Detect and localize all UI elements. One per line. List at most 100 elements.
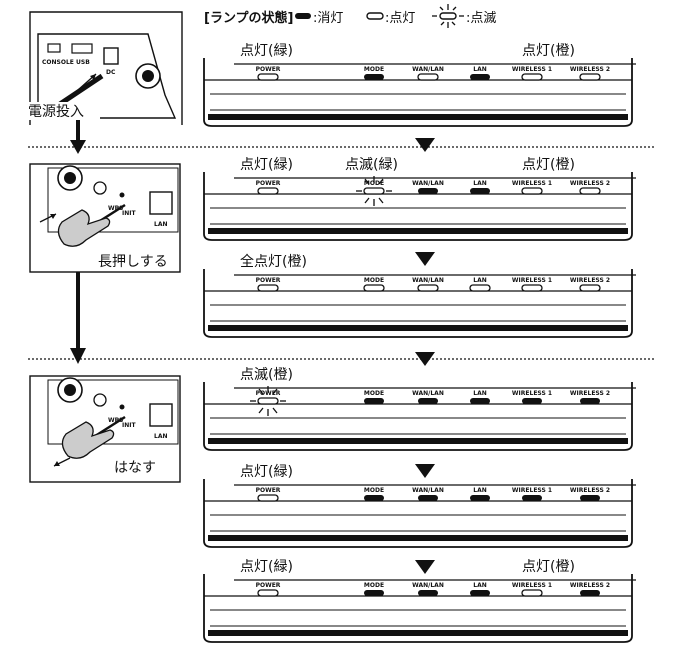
port-label: WIRELESS 1 [512, 390, 552, 397]
led-off [522, 495, 542, 501]
state-label-right: 点灯(橙) [522, 43, 575, 59]
led-off [580, 495, 600, 501]
step2-illustration: WPS INIT LAN 長押しする [29, 163, 181, 273]
port-label: LAN [473, 390, 487, 397]
led-on [521, 187, 543, 195]
port-label: LAN [473, 277, 487, 284]
led-blink [250, 386, 286, 416]
down-arrow-1 [415, 138, 435, 152]
led-off [418, 590, 438, 596]
port-label: WAN/LAN [412, 390, 444, 397]
led-off [580, 398, 600, 404]
legend-off-icon [295, 13, 311, 19]
state-label-left: 点灯(緑) [240, 559, 293, 575]
led-on [257, 284, 279, 292]
legend-blink-icon [432, 4, 464, 28]
down-arrow-3 [415, 352, 435, 366]
router-panels: 点灯(緑) 点灯(橙) POWER MODE WAN/LAN LAN WIRELESS 1 W… [203, 43, 636, 643]
port-label: WAN/LAN [412, 66, 444, 73]
legend-on-text: :点灯 [385, 11, 415, 26]
port-label: WAN/LAN [412, 277, 444, 284]
led-off [470, 188, 490, 194]
step3-port-label: WPS [108, 417, 123, 424]
down-arrow-5 [415, 560, 435, 574]
state-label-mid: 点滅(緑) [345, 157, 398, 173]
port-label: WIRELESS 2 [570, 180, 610, 187]
state-label-left: 点灯(緑) [240, 464, 293, 480]
led-off [470, 590, 490, 596]
port-label: MODE [364, 277, 384, 284]
legend-title: [ランプの状態] [204, 10, 294, 26]
led-on [417, 284, 439, 292]
port-label: POWER [256, 390, 281, 397]
step1-illustration: CONSOLE USB DC 電源投入 [24, 11, 183, 125]
led-on [363, 284, 385, 292]
led-on [257, 589, 279, 597]
step-arrow-1 [70, 120, 86, 154]
port-label: WIRELESS 1 [512, 66, 552, 73]
port-label: LAN [473, 582, 487, 589]
down-arrow-4 [415, 464, 435, 478]
port-label: WIRELESS 2 [570, 277, 610, 284]
port-label: LAN [473, 180, 487, 187]
led-off [580, 590, 600, 596]
step-label: 電源投入 [28, 104, 84, 120]
led-off [470, 495, 490, 501]
led-blink [356, 176, 392, 206]
port-label: POWER [256, 582, 281, 589]
step-label: はなす [114, 460, 156, 476]
led-on [257, 187, 279, 195]
led-on [579, 284, 601, 292]
led-off [364, 495, 384, 501]
state-label-left: 点灯(緑) [240, 157, 293, 173]
step2-port-label: INIT [122, 210, 136, 217]
port-label: WIRELESS 2 [570, 66, 610, 73]
led-off [418, 495, 438, 501]
step3-illustration: WPS INIT LAN はなす [29, 375, 181, 483]
step-label: 長押しする [98, 254, 168, 270]
state-label-right: 点灯(橙) [522, 157, 575, 173]
step2-port-label: WPS [108, 205, 123, 212]
router-panel: 点灯(緑) POWER MODE WAN/LAN LAN WIRELESS 1 WIRELE… [203, 464, 636, 548]
port-label: WAN/LAN [412, 582, 444, 589]
legend-on-icon [366, 12, 384, 20]
port-label: WIRELESS 2 [570, 582, 610, 589]
port-label: WAN/LAN [412, 487, 444, 494]
step3-port-label: INIT [122, 422, 136, 429]
legend-off-text: :消灯 [313, 11, 343, 26]
led-off [364, 398, 384, 404]
port-label: WIRELESS 2 [570, 487, 610, 494]
led-off [522, 398, 542, 404]
down-arrow-2 [415, 252, 435, 266]
port-label: LAN [473, 487, 487, 494]
led-on [469, 284, 491, 292]
port-label: POWER [256, 66, 281, 73]
port-label: WIRELESS 1 [512, 487, 552, 494]
led-on [257, 494, 279, 502]
state-label-left: 点滅(橙) [240, 367, 293, 383]
port-label: POWER [256, 277, 281, 284]
port-label: LAN [473, 66, 487, 73]
step1-port-label: DC [106, 69, 116, 76]
port-label: MODE [364, 180, 384, 187]
port-label: MODE [364, 487, 384, 494]
led-on [417, 73, 439, 81]
port-label: WIRELESS 1 [512, 582, 552, 589]
step1-port-label: CONSOLE [42, 59, 74, 66]
led-off [418, 188, 438, 194]
port-label: POWER [256, 487, 281, 494]
legend-blink-text: :点滅 [466, 11, 496, 26]
led-off [418, 398, 438, 404]
led-on [579, 73, 601, 81]
port-label: WAN/LAN [412, 180, 444, 187]
step-arrow-2 [70, 272, 86, 364]
port-label: WIRELESS 1 [512, 277, 552, 284]
port-label: MODE [364, 582, 384, 589]
port-label: MODE [364, 390, 384, 397]
led-off [470, 74, 490, 80]
